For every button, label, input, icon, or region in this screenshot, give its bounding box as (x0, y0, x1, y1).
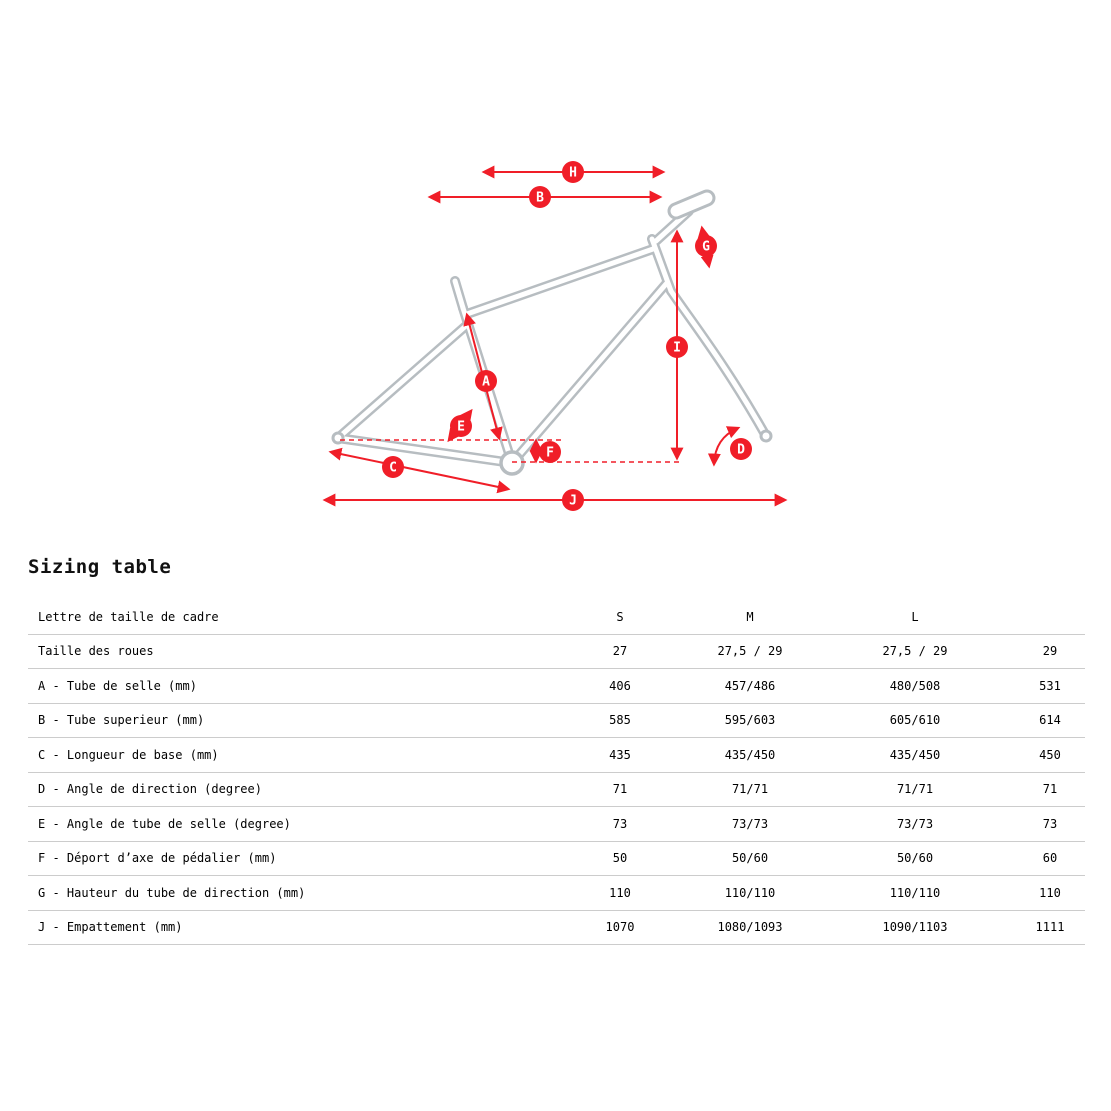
label-G-badge: G (695, 235, 717, 257)
cell-xl: 71 (1042, 782, 1058, 797)
label-C-text: C (389, 461, 397, 476)
cell-l: 27,5 / 29 (882, 644, 948, 659)
label-B-text: B (536, 191, 544, 206)
cell-m: 71/71 (731, 782, 769, 797)
cell-xl: 1111 (1035, 920, 1065, 935)
label-D-badge: D (730, 438, 752, 460)
label-J-badge: J (562, 489, 584, 511)
cell-s: 71 (612, 782, 628, 797)
cell-s: 50 (612, 851, 628, 866)
cell-m: 73/73 (731, 816, 769, 831)
cell-s: 585 (609, 713, 631, 728)
label-D-text: D (737, 443, 745, 458)
cell-s: 110 (609, 885, 631, 900)
cell-l: 50/60 (896, 851, 934, 866)
row-label: C - Longueur de base (mm) (38, 747, 219, 762)
cell-m: 435/450 (724, 747, 776, 762)
header-size-s: S (616, 609, 624, 624)
sizing-table-title: Sizing table (28, 556, 172, 578)
cell-m: 27,5 / 29 (717, 644, 783, 659)
row-label: B - Tube superieur (mm) (38, 713, 205, 728)
cell-xl: 73 (1042, 816, 1058, 831)
label-E-text: E (457, 420, 465, 435)
bike-geometry-diagram: H B G A E F C (322, 161, 788, 511)
table-row: J - Empattement (mm) 1070 1080/1093 1090… (28, 911, 1085, 945)
dimension-labels: H B G A E F C (382, 161, 752, 511)
table-row: B - Tube superieur (mm) 585 595/603 605/… (28, 704, 1085, 738)
label-I-badge: I (666, 336, 688, 358)
row-label: Taille des roues (38, 644, 154, 659)
label-E-badge: E (450, 415, 472, 437)
row-label: G - Hauteur du tube de direction (mm) (38, 885, 306, 900)
label-A-badge: A (475, 370, 497, 392)
cell-xl: 531 (1039, 678, 1061, 693)
dim-C-arrow (328, 447, 511, 494)
table-row: C - Longueur de base (mm) 435 435/450 43… (28, 738, 1085, 773)
cell-xl: 60 (1042, 851, 1058, 866)
header-size-m: M (746, 609, 754, 624)
label-J-text: J (569, 494, 577, 509)
table-row: Taille des roues 27 27,5 / 29 27,5 / 29 … (28, 635, 1085, 669)
label-A-text: A (482, 375, 490, 390)
cell-l: 435/450 (889, 747, 941, 762)
bottom-bracket (499, 450, 525, 476)
cell-m: 595/603 (724, 713, 776, 728)
cell-xl: 110 (1039, 885, 1061, 900)
cell-xl: 29 (1042, 644, 1058, 659)
cell-xl: 614 (1039, 713, 1061, 728)
cell-s: 406 (609, 678, 631, 693)
cell-m: 1080/1093 (717, 920, 783, 935)
rear-dropout (331, 431, 345, 445)
cell-l: 480/508 (889, 678, 941, 693)
label-H-badge: H (562, 161, 584, 183)
header-size-l: L (911, 609, 919, 624)
cell-xl: 450 (1039, 747, 1061, 762)
cell-l: 110/110 (889, 885, 941, 900)
label-C-badge: C (382, 456, 404, 478)
table-row: A - Tube de selle (mm) 406 457/486 480/5… (28, 669, 1085, 704)
sizing-table: Lettre de taille de cadre S M L Taille d… (28, 600, 1085, 945)
cell-l: 605/610 (889, 713, 941, 728)
bike-frame (331, 189, 773, 476)
row-label: E - Angle de tube de selle (degree) (38, 816, 291, 831)
header-label: Lettre de taille de cadre (38, 609, 219, 624)
handlebar-grip-core (670, 192, 713, 217)
front-dropout (759, 429, 773, 443)
dim-D-arrow (707, 426, 741, 467)
label-B-badge: B (529, 186, 551, 208)
cell-m: 50/60 (731, 851, 769, 866)
label-F-badge: F (539, 441, 561, 463)
cell-m: 457/486 (724, 678, 776, 693)
cell-s: 435 (609, 747, 631, 762)
label-F-text: F (546, 446, 554, 461)
table-row: D - Angle de direction (degree) 71 71/71… (28, 773, 1085, 807)
cell-l: 71/71 (896, 782, 934, 797)
cell-l: 1090/1103 (882, 920, 948, 935)
label-G-text: G (702, 240, 710, 255)
table-header-row: Lettre de taille de cadre S M L (28, 600, 1085, 635)
cell-m: 110/110 (724, 885, 776, 900)
label-H-text: H (569, 166, 577, 181)
cell-s: 1070 (605, 920, 635, 935)
label-I-text: I (673, 341, 681, 356)
row-label: F - Déport d’axe de pédalier (mm) (38, 851, 277, 866)
table-row: G - Hauteur du tube de direction (mm) 11… (28, 876, 1085, 911)
row-label: D - Angle de direction (degree) (38, 782, 262, 797)
cell-s: 73 (612, 816, 628, 831)
table-row: F - Déport d’axe de pédalier (mm) 50 50/… (28, 842, 1085, 876)
row-label: J - Empattement (mm) (38, 920, 183, 935)
table-row: E - Angle de tube de selle (degree) 73 7… (28, 807, 1085, 842)
cell-l: 73/73 (896, 816, 934, 831)
cell-s: 27 (612, 644, 628, 659)
row-label: A - Tube de selle (mm) (38, 678, 197, 693)
